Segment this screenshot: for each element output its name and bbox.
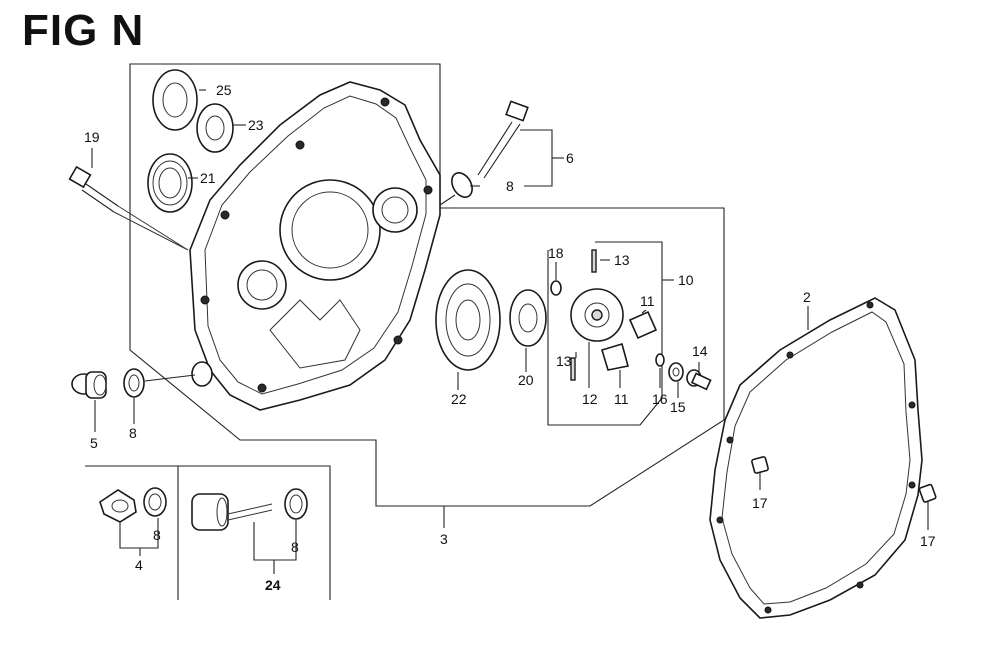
drain-plug-5[interactable] [71,371,107,399]
oil-seal-25[interactable] [152,69,198,131]
callout-8-cap: 8 [153,527,161,543]
governor-weight-11-lower[interactable] [601,342,629,371]
callout-15: 15 [670,399,686,415]
flange-bolt-19[interactable] [68,165,189,251]
callout-17-left: 17 [752,495,768,511]
callout-8-top: 8 [506,178,514,194]
governor-group-outline [547,241,663,426]
callout-20: 20 [518,372,534,388]
crankcase-group-outline [129,63,725,507]
washer-16[interactable] [655,353,665,367]
bearing-21[interactable] [147,153,193,213]
pin-13-upper[interactable] [591,249,597,273]
callout-13-lower: 13 [556,353,572,369]
callout-6: 6 [566,150,574,166]
bearing-23[interactable] [196,103,234,153]
callout-21: 21 [200,170,216,186]
bearing-22[interactable] [435,269,501,371]
callout-11-upper: 11 [640,293,655,309]
callout-19: 19 [84,129,100,145]
governor-gear-12[interactable] [570,288,624,342]
callout-14: 14 [692,343,708,359]
washer-15[interactable] [668,362,684,382]
callout-3: 3 [440,531,448,547]
sealing-washer-8-gauge[interactable] [284,488,308,520]
sealing-washer-8-cap[interactable] [143,487,167,517]
bearing-20[interactable] [509,289,547,347]
crankcase-cover[interactable] [189,81,441,411]
callout-2: 2 [803,289,811,305]
shaft-14[interactable] [686,369,712,391]
accessory-group-outline [85,465,331,600]
callout-8-left: 8 [129,425,137,441]
callout-18: 18 [548,245,564,261]
callout-8-gauge: 8 [291,539,299,555]
washer-seat [191,361,213,387]
dowel-pin-17-left[interactable] [751,456,769,474]
callout-22: 22 [451,391,467,407]
callout-10: 10 [678,272,694,288]
oil-level-gauge-24[interactable] [191,493,273,531]
washer-18[interactable] [550,280,562,296]
figure-title: FIG N [22,6,145,55]
gasket-2[interactable] [709,297,923,619]
callout-25: 25 [216,82,232,98]
callout-11-lower: 11 [614,391,629,407]
sealing-washer-8-top[interactable] [448,169,477,201]
callout-4: 4 [135,557,143,573]
callout-5: 5 [90,435,98,451]
callout-24: 24 [265,577,281,593]
callout-17-right: 17 [920,533,936,549]
callout-13-upper: 13 [614,252,630,268]
oil-level-bolt-6[interactable] [477,100,529,179]
callout-23: 23 [248,117,264,133]
pin-13-lower[interactable] [570,357,576,381]
callout-16: 16 [652,391,668,407]
callout-12: 12 [582,391,598,407]
governor-weight-11-upper[interactable] [628,310,658,340]
dowel-pin-17-right[interactable] [918,483,937,503]
oil-filler-cap-4[interactable] [99,489,137,523]
sealing-washer-8-left[interactable] [123,368,145,398]
